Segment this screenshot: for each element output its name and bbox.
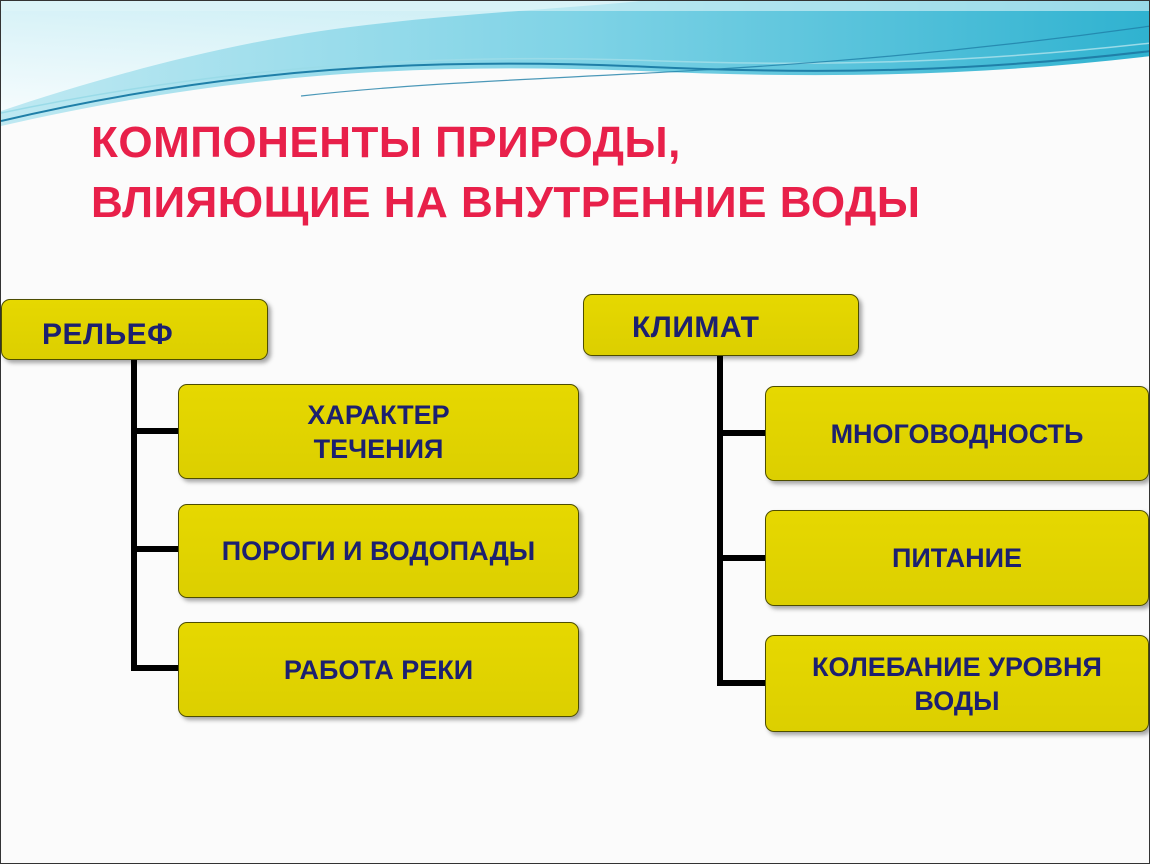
- relief-label: РЕЛЬЕФ: [42, 318, 174, 351]
- title-line-1: КОМПОНЕНТЫ ПРИРОДЫ,: [91, 118, 681, 167]
- climate-child-label: МНОГОВОДНОСТЬ: [830, 418, 1084, 449]
- relief-child-label: ХАРАКТЕР ТЕЧЕНИЯ: [307, 399, 450, 464]
- relief-box: РЕЛЬЕФ: [1, 299, 268, 360]
- climate-child-box: КОЛЕБАНИЕ УРОВНЯ ВОДЫ: [765, 635, 1149, 732]
- relief-child-label: ПОРОГИ И ВОДОПАДЫ: [221, 536, 536, 566]
- page-title: КОМПОНЕНТЫ ПРИРОДЫ, ВЛИЯЮЩИЕ НА ВНУТРЕНН…: [91, 113, 920, 233]
- climate-child-box: МНОГОВОДНОСТЬ: [765, 386, 1149, 481]
- climate-child-box: ПИТАНИЕ: [765, 510, 1149, 606]
- relief-child-box: ХАРАКТЕР ТЕЧЕНИЯ: [178, 384, 579, 479]
- relief-child-box: ПОРОГИ И ВОДОПАДЫ: [178, 504, 579, 598]
- climate-child-label: ПИТАНИЕ: [891, 543, 1023, 573]
- climate-box: КЛИМАТ: [583, 294, 859, 356]
- title-line-2: ВЛИЯЮЩИЕ НА ВНУТРЕННИЕ ВОДЫ: [91, 178, 921, 227]
- wave-decoration: [1, 1, 1149, 126]
- climate-child-label: КОЛЕБАНИЕ УРОВНЯ ВОДЫ: [812, 651, 1102, 716]
- climate-label: КЛИМАТ: [632, 311, 760, 344]
- relief-child-box: РАБОТА РЕКИ: [178, 622, 579, 717]
- relief-child-label: РАБОТА РЕКИ: [283, 654, 474, 685]
